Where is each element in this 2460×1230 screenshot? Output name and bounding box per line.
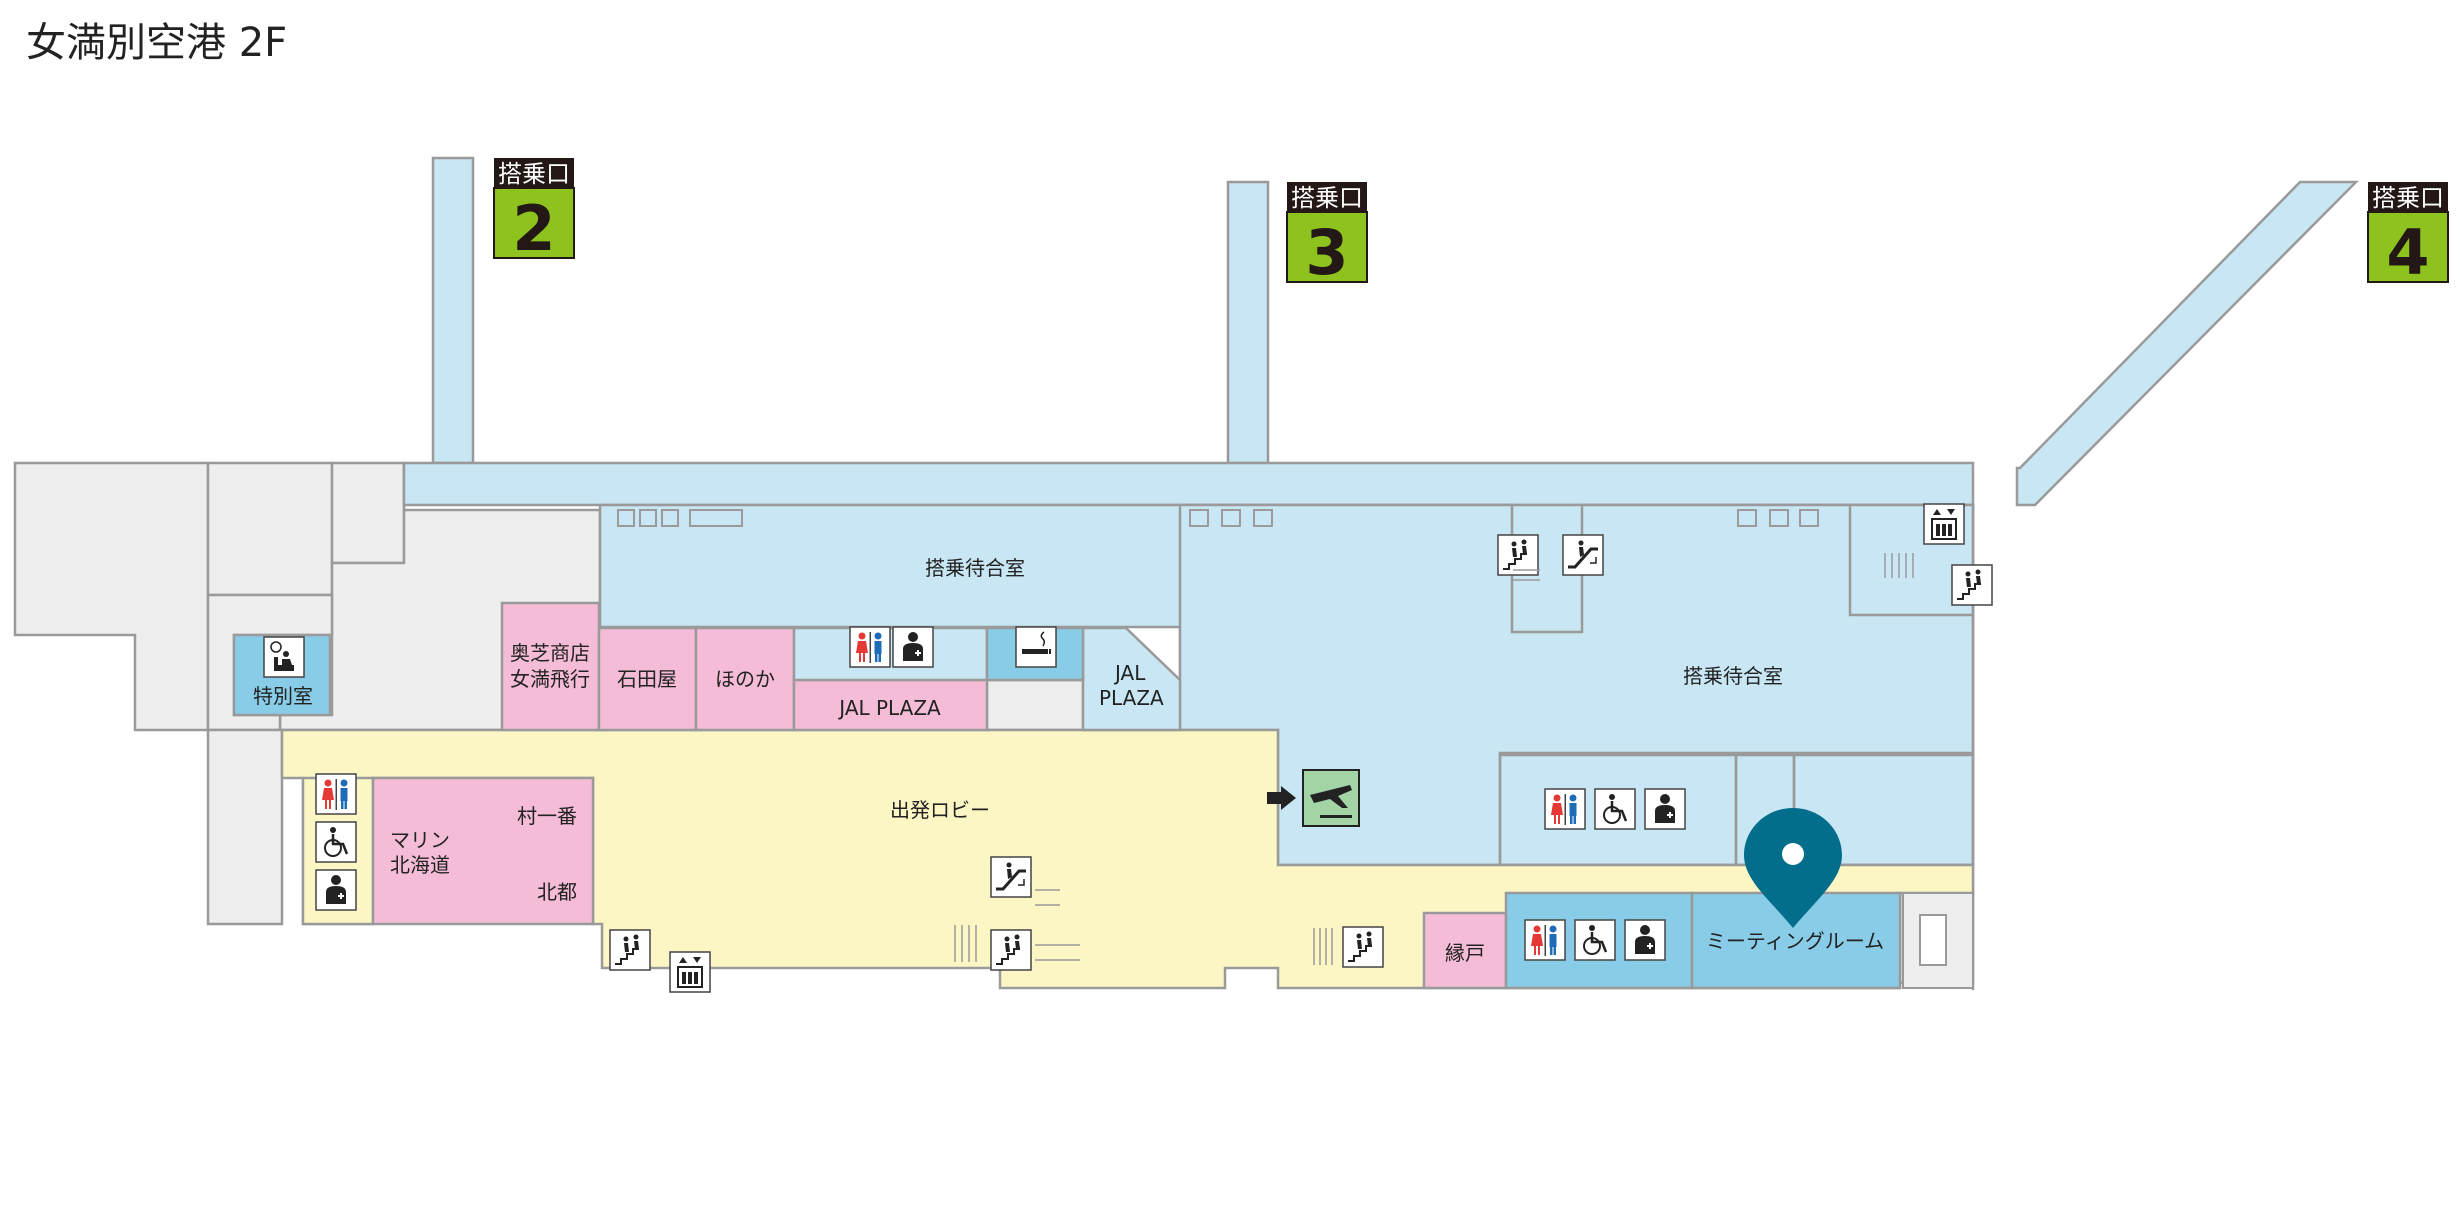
gate-2-label: 搭乗口 bbox=[498, 160, 570, 188]
wheelchair-restroom-icon bbox=[1573, 918, 1617, 962]
gate-3-label: 搭乗口 bbox=[1291, 184, 1363, 212]
restroom-icon bbox=[315, 773, 357, 815]
label-hokuto: 北都 bbox=[537, 880, 577, 904]
label-okushiba-1: 奥芝商店 bbox=[510, 641, 590, 665]
elevator-icon bbox=[669, 951, 711, 993]
staff-area bbox=[13, 461, 1975, 985]
departure-gate-sign bbox=[1267, 769, 1360, 827]
gate-3-sign: 搭乗口 3 bbox=[1286, 182, 1368, 289]
lounge-icon bbox=[263, 636, 305, 678]
airside-concourse bbox=[402, 156, 2360, 867]
stairs-icon bbox=[1342, 926, 1384, 968]
label-boarding-lounge-b: 搭乗待合室 bbox=[1683, 664, 1783, 688]
label-muraichiban: 村一番 bbox=[517, 804, 577, 828]
stairs-icon bbox=[1951, 564, 1993, 606]
location-pin-icon[interactable] bbox=[1744, 808, 1842, 928]
escalator-icon bbox=[989, 855, 1033, 899]
stairs-icon bbox=[1497, 534, 1539, 576]
corridor-notches bbox=[617, 509, 1819, 527]
label-okushiba-2: 女満飛行 bbox=[510, 667, 590, 691]
nursing-room-icon bbox=[315, 869, 357, 911]
elevator-icon bbox=[1923, 503, 1965, 545]
smoking-room-icon bbox=[1015, 626, 1057, 668]
label-boarding-lounge-a: 搭乗待合室 bbox=[925, 556, 1025, 580]
arrow-right-icon bbox=[1267, 786, 1296, 810]
label-jal-plaza-shop: JAL PLAZA bbox=[837, 696, 941, 720]
label-honoka: ほのか bbox=[715, 667, 775, 691]
escalator-icon bbox=[1561, 533, 1605, 577]
label-jal-plaza-2: PLAZA bbox=[1099, 686, 1164, 710]
nursing-room-icon bbox=[892, 626, 934, 668]
nursing-room-icon bbox=[1644, 788, 1686, 830]
gate-2-number: 2 bbox=[512, 192, 555, 265]
gate-4-number: 4 bbox=[2386, 216, 2429, 289]
label-jal-plaza-1: JAL bbox=[1113, 661, 1146, 685]
shop-engawa bbox=[1422, 911, 1508, 990]
shop-honoka bbox=[694, 626, 796, 732]
stairwell bbox=[1902, 892, 1974, 989]
shops bbox=[371, 601, 1508, 990]
airplane-departure-icon bbox=[1310, 785, 1352, 808]
label-marine-1: マリン bbox=[390, 828, 450, 852]
gate-3-number: 3 bbox=[1305, 216, 1348, 289]
restroom-icon bbox=[849, 626, 891, 668]
shop-marine bbox=[371, 776, 595, 926]
label-meeting-room: ミーティングルーム bbox=[1706, 929, 1884, 953]
gate-4-label: 搭乗口 bbox=[2372, 184, 2444, 212]
gate-2-sign: 搭乗口 2 bbox=[493, 158, 575, 265]
gate-4-sign: 搭乗口 4 bbox=[2367, 182, 2449, 289]
label-special-room: 特別室 bbox=[253, 684, 313, 708]
stairs-icon bbox=[609, 929, 651, 971]
wheelchair-restroom-icon bbox=[314, 820, 358, 864]
meeting-room bbox=[1690, 891, 1902, 990]
shop-okushiba bbox=[500, 601, 601, 732]
restroom-icon bbox=[1544, 788, 1586, 830]
stairs-icon bbox=[990, 929, 1032, 971]
wheelchair-restroom-icon bbox=[1593, 787, 1637, 831]
label-marine-2: 北海道 bbox=[390, 853, 450, 877]
map-title: 女満別空港 2F bbox=[26, 20, 288, 66]
restroom-icon bbox=[1524, 919, 1566, 961]
stair-treads bbox=[954, 553, 1914, 965]
nursing-room-icon bbox=[1624, 919, 1666, 961]
label-engawa: 縁戸 bbox=[1445, 941, 1485, 965]
label-departure-lobby: 出発ロビー bbox=[890, 798, 990, 822]
label-ishidaya: 石田屋 bbox=[617, 667, 677, 691]
